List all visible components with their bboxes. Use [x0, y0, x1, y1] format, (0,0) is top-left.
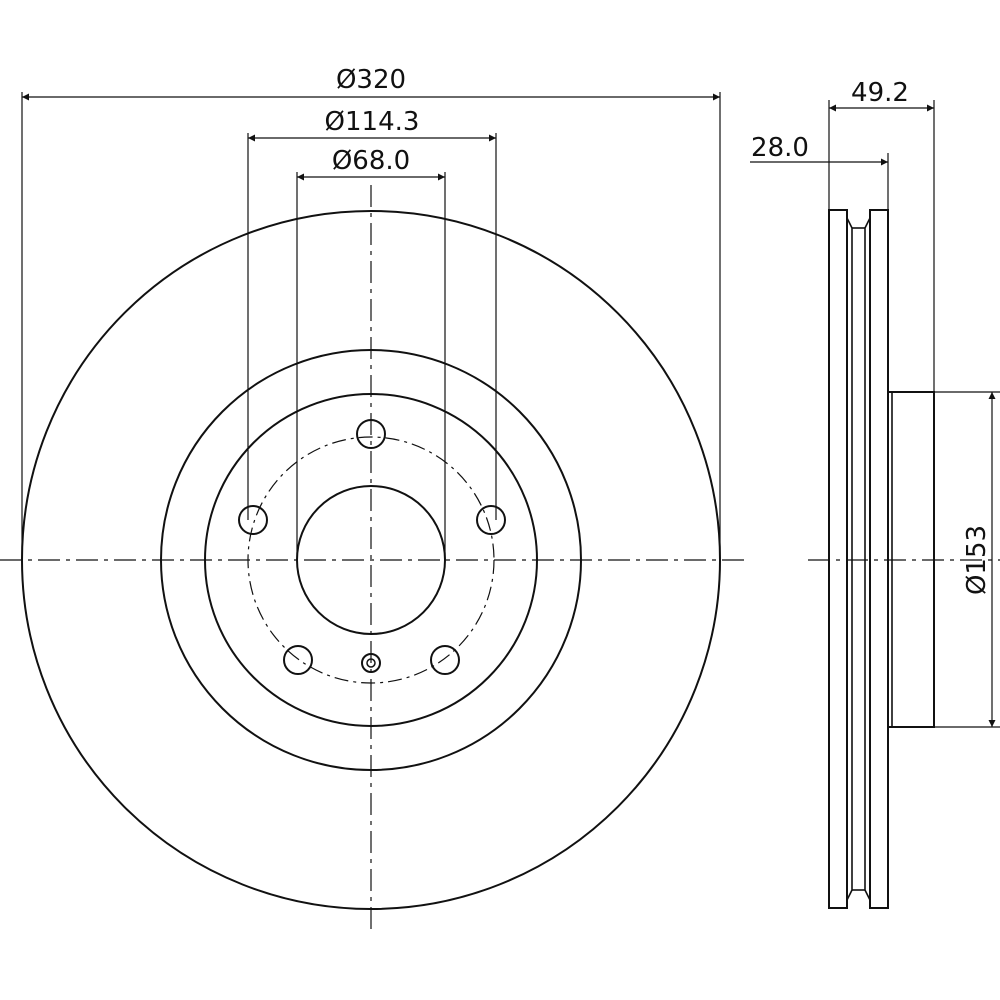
bolt-hole	[430, 645, 460, 675]
bolt-hole	[356, 419, 386, 449]
outer-diameter-label: Ø320	[336, 65, 406, 95]
friction-ring-inner-edge	[160, 349, 582, 771]
dimension-disc-thickness: 28.0	[750, 133, 889, 210]
locating-screw-hole	[361, 653, 381, 673]
side-view: 49.2 28.0 Ø153	[750, 78, 1000, 909]
center-bore-label: Ø68.0	[332, 146, 410, 176]
dimension-bolt-circle: Ø114.3	[247, 107, 497, 520]
bolt-circle	[247, 436, 495, 684]
hat-diameter-label: Ø153	[962, 525, 992, 595]
dimension-hat-diameter: Ø153	[934, 391, 1000, 728]
disc-profile	[828, 209, 935, 909]
locating-screw-hole-core	[366, 658, 376, 668]
bolt-circle-label: Ø114.3	[325, 107, 420, 137]
bolt-hole	[283, 645, 313, 675]
dimension-outer-diameter: Ø320	[21, 65, 721, 560]
hat-edge	[204, 393, 538, 727]
disc-thickness-label: 28.0	[751, 133, 809, 163]
total-height-label: 49.2	[851, 78, 909, 108]
bolt-hole	[476, 505, 506, 535]
dimension-total-height: 49.2	[828, 78, 935, 392]
bolt-hole	[238, 505, 268, 535]
front-view: Ø320 Ø114.3 Ø68.0	[0, 65, 750, 930]
dimension-center-bore: Ø68.0	[296, 146, 446, 560]
